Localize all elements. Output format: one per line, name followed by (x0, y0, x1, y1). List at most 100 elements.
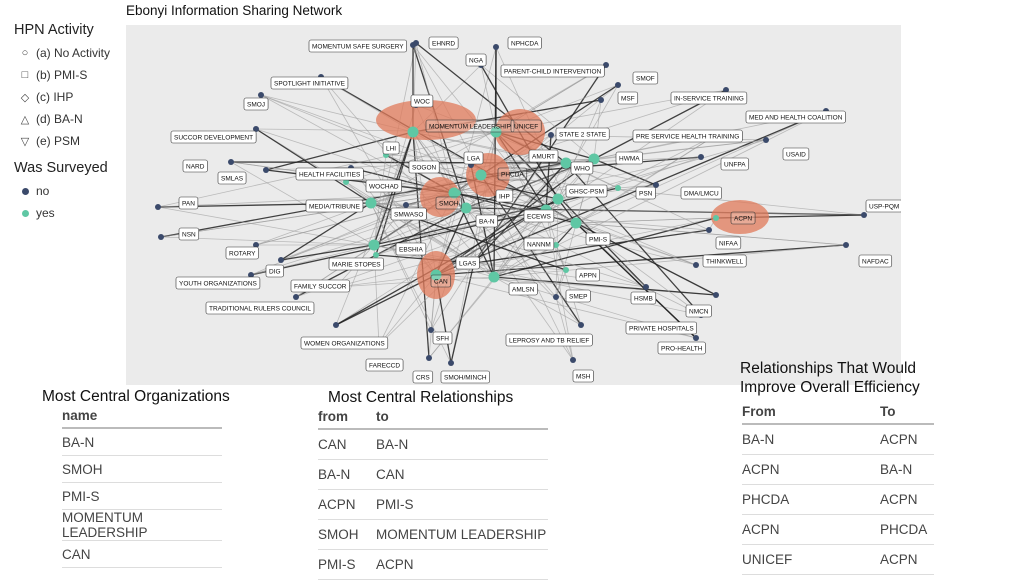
node-label: PRIVATE HOSPITALS (625, 321, 697, 335)
node-label-box (365, 179, 402, 193)
node-label-text: MOMENTUM SAFE SURGERY (312, 44, 404, 51)
node-label: SMOH/MINCH (440, 370, 490, 384)
highlight-ellipse (376, 100, 476, 140)
network-node (448, 187, 460, 199)
node-label-box (632, 129, 743, 143)
node-label-text: UNICEF (514, 124, 538, 131)
node-label: UNICEF (510, 119, 542, 133)
network-node (253, 126, 259, 132)
network-node (570, 357, 576, 363)
node-label: GHSC-PSM (565, 184, 608, 198)
legend-label: (a) No Activity (36, 46, 111, 60)
network-edge (555, 296, 574, 361)
legend-surveyed-title: Was Surveyed (14, 160, 108, 176)
network-edge (378, 192, 455, 346)
network-edge (493, 276, 582, 326)
network-edge (255, 128, 475, 264)
node-label-box (425, 119, 515, 133)
network-node (548, 132, 554, 138)
node-label-text: SOGON (412, 165, 437, 172)
network-edge (575, 222, 697, 266)
network-node (278, 257, 284, 263)
node-label: CAN (430, 274, 452, 288)
node-label: NANNM (523, 237, 555, 251)
network-title: Ebonyi Information Sharing Network (126, 3, 343, 18)
efficiency-title: Relationships That Would Improve Overall… (740, 359, 920, 397)
network-node (413, 40, 419, 46)
network-edge (465, 198, 559, 209)
node-label-box (500, 64, 605, 78)
node-label: NPHCDA (507, 36, 542, 50)
central-relationships-title: Most Central Relationships (328, 389, 514, 406)
node-label-text: ECEWS (527, 214, 552, 221)
network-node (552, 193, 564, 205)
node-label-text: NMCN (689, 309, 709, 316)
node-label: LEPROSY AND TB RELIEF (505, 333, 593, 347)
node-label-box (463, 151, 484, 165)
node-label-text: PAN (182, 201, 195, 208)
node-label: NIFAA (715, 236, 742, 250)
table-row: MOMENTUM LEADERSHIP (62, 509, 222, 541)
node-label: CRS (412, 370, 434, 384)
network-node (407, 126, 419, 138)
node-label-box (365, 358, 404, 372)
network-node (693, 262, 699, 268)
node-label-text: NIFAA (719, 241, 738, 248)
node-label-text: SFH (436, 336, 449, 343)
network-edge (255, 128, 372, 204)
node-label-text: PARENT-CHILD INTERVENTION (504, 69, 602, 76)
network-edge (255, 162, 567, 246)
column-header: from (318, 409, 376, 430)
node-label-text: ACPN (734, 216, 752, 223)
network-edge (575, 217, 717, 224)
node-label: ACPN (730, 211, 756, 225)
node-label: SFH (432, 331, 453, 345)
node-label-box (435, 196, 462, 210)
node-label-box (382, 141, 400, 155)
node-label-text: SMOH/MINCH (444, 375, 487, 382)
table-cell: SMOH (62, 455, 222, 483)
network-node (570, 217, 582, 229)
node-label-text: USP-PQM (869, 204, 899, 211)
node-label-text: SMOF (636, 76, 655, 83)
node-label-box (523, 209, 555, 223)
network-node (158, 234, 164, 240)
node-label-box (680, 186, 722, 200)
node-label: IHP (495, 189, 514, 203)
network-node (460, 202, 472, 214)
node-label-box (412, 370, 434, 384)
column-header: to (376, 409, 548, 430)
node-label-box (565, 289, 591, 303)
table-cell: ACPN (880, 484, 934, 515)
node-label-box (410, 94, 434, 108)
legend-item: ▽(e) PSM (14, 130, 124, 152)
network-edge (545, 209, 582, 326)
node-label-box (865, 199, 901, 213)
node-label-text: WOMEN ORGANIZATIONS (304, 341, 385, 348)
node-label-text: BA-N (479, 219, 495, 226)
node-label: MEDIA/TRIBUNE (305, 199, 364, 213)
square-icon: □ (21, 69, 29, 81)
node-label: NAFDAC (858, 254, 893, 268)
network-node (343, 179, 349, 185)
network-node (426, 355, 432, 361)
node-label-text: SMWASO (394, 212, 423, 219)
node-label-text: MOMENTUM LEADERSHIP (429, 124, 511, 131)
central-orgs-title: Most Central Organizations (42, 388, 230, 405)
node-label: TRADITIONAL RULERS COUNCIL (205, 301, 315, 315)
node-label-box (572, 369, 594, 383)
node-label: HEALTH FACILITIES (295, 167, 364, 181)
network-edge (412, 131, 557, 298)
table-cell: PMI-S (318, 549, 376, 580)
node-label-box (657, 341, 706, 355)
network-node (553, 242, 559, 248)
node-label-text: MARIE STOPES (332, 262, 381, 269)
node-label-box (617, 91, 639, 105)
network-node (578, 322, 584, 328)
